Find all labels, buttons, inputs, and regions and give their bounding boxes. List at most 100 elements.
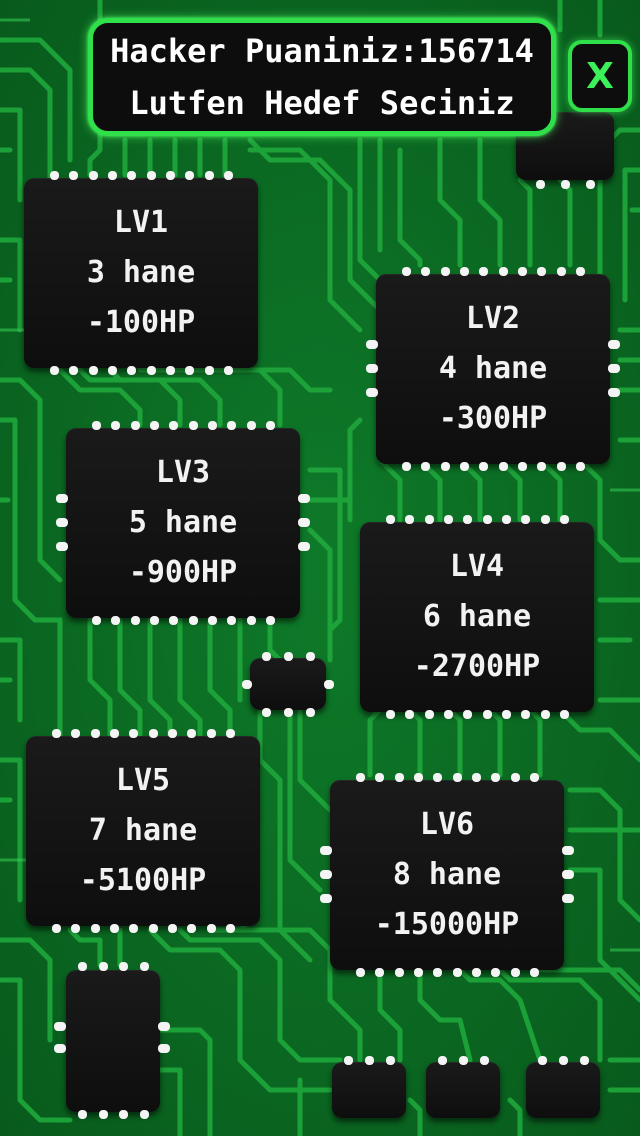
chip-pin [320,894,332,903]
chip-pin [89,171,98,180]
level-2-chip[interactable]: LV2 4 hane -300HP [376,274,610,464]
chip-pin [91,729,100,738]
score-panel: Hacker Puaniniz:156714 Lutfen Hedef Seci… [88,18,556,136]
chip-pin [472,968,481,977]
chip-pin [205,366,214,375]
chip-pin [511,773,520,782]
chip-pin [52,924,61,933]
chip-pin [541,515,550,524]
chip-pin [189,421,198,430]
chip-pin [608,340,620,349]
chip-pin [320,870,332,879]
chip-pin [226,924,235,933]
hp-cost: -100HP [86,305,196,340]
chip-pin [366,364,378,373]
chip-pin [365,1056,374,1065]
chip-pin [108,366,117,375]
chip-pin [224,366,233,375]
level-label: LV2 [465,301,521,336]
chip-pin [298,542,310,551]
chip-pin [491,773,500,782]
chip-pin [459,1056,468,1065]
chip-pin [127,171,136,180]
level-4-chip[interactable]: LV4 6 hane -2700HP [360,522,594,712]
chip-pin [129,729,138,738]
chip-pin [375,968,384,977]
chip-pin [405,515,414,524]
chip-pin [147,366,156,375]
chip-pin [71,924,80,933]
chip-pin [425,710,434,719]
chip-pin [562,870,574,879]
chip-pin [187,924,196,933]
chip-pin [366,388,378,397]
chip-pin [298,518,310,527]
chip-pin [560,710,569,719]
chip-pin [168,729,177,738]
chip-pin [284,708,293,717]
chip-pin [92,616,101,625]
chip-pin [557,267,566,276]
chip-pin [386,710,395,719]
chip-pin [69,366,78,375]
chip-pin [541,710,550,719]
chip-pin [227,616,236,625]
hp-cost: -5100HP [79,863,207,898]
close-button[interactable]: X [568,40,632,112]
chip-pin [580,1056,589,1065]
chip-pin [608,364,620,373]
chip-pin [247,421,256,430]
chip-pin [111,421,120,430]
chip-pin [50,366,59,375]
level-3-chip[interactable]: LV3 5 hane -900HP [66,428,300,618]
select-target-prompt: Lutfen Hedef Seciniz [129,84,515,122]
chip-pin [208,421,217,430]
decorative-chip-bottom-1 [332,1062,406,1118]
digit-count: 4 hane [438,351,548,386]
chip-pin [158,1044,170,1053]
chip-pin [119,1110,128,1119]
level-5-chip[interactable]: LV5 7 hane -5100HP [26,736,260,926]
chip-pin [306,652,315,661]
chip-pin [99,1110,108,1119]
chip-pin [562,846,574,855]
chip-pin [386,1056,395,1065]
level-1-chip[interactable]: LV1 3 hane -100HP [24,178,258,368]
chip-pin [149,729,158,738]
chip-pin [499,462,508,471]
chip-pin [166,366,175,375]
chip-pin [537,462,546,471]
hp-cost: -300HP [438,401,548,436]
chip-pin [562,894,574,903]
chip-pin [149,924,158,933]
chip-pin [56,494,68,503]
chip-pin [56,518,68,527]
chip-pin [166,171,175,180]
chip-pin [375,773,384,782]
chip-pin [110,729,119,738]
chip-pin [402,267,411,276]
chip-pin [433,968,442,977]
chip-pin [472,773,481,782]
digit-count: 5 hane [128,505,238,540]
chip-pin [536,180,545,189]
chip-pin [344,1056,353,1065]
chip-pin [226,729,235,738]
chip-pin [421,267,430,276]
chip-pin [576,267,585,276]
chip-pin [54,1044,66,1053]
chip-pin [131,421,140,430]
chip-pin [530,968,539,977]
chip-pin [441,462,450,471]
chip-pin [92,421,101,430]
digit-count: 8 hane [392,857,502,892]
level-6-chip[interactable]: LV6 8 hane -15000HP [330,780,564,970]
digit-count: 7 hane [88,813,198,848]
chip-pin [557,462,566,471]
decorative-chip-bottom-3 [526,1062,600,1118]
chip-pin [298,494,310,503]
digit-count: 6 hane [422,599,532,634]
chip-pin [147,171,156,180]
hp-cost: -900HP [128,555,238,590]
